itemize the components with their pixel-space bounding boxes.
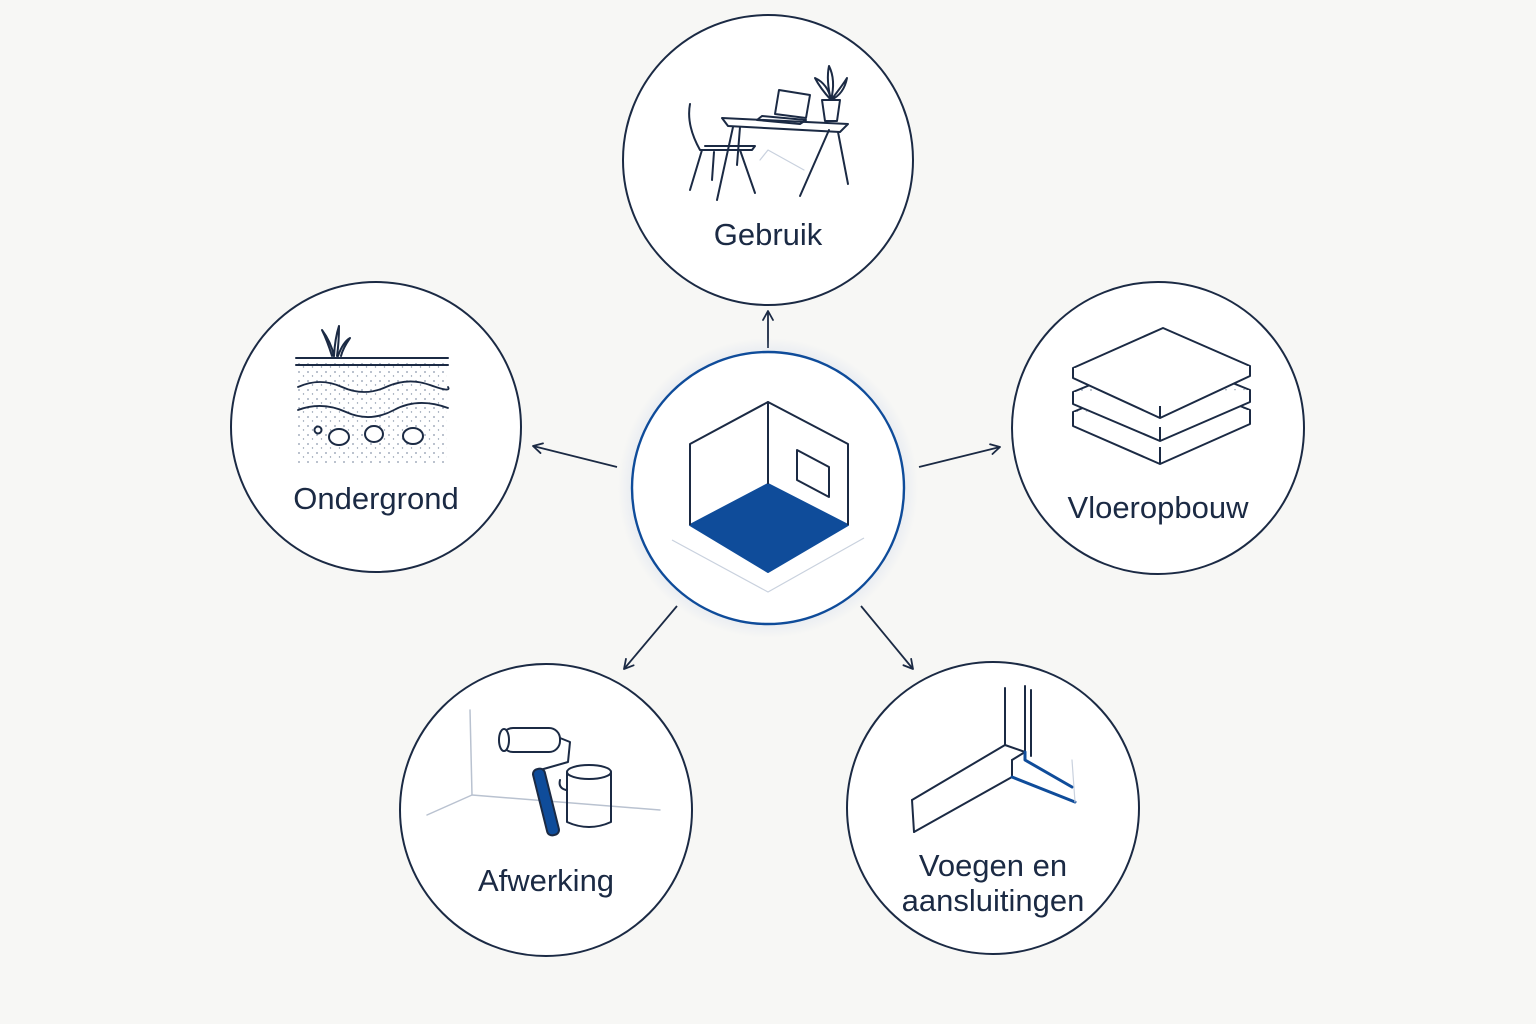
node-afwerking: Afwerking bbox=[399, 663, 693, 957]
floor-layers-icon bbox=[1072, 327, 1251, 465]
node-label: Afwerking bbox=[478, 863, 614, 898]
wall-joint-icon bbox=[911, 685, 1077, 833]
node-circle bbox=[622, 14, 914, 306]
node-ondergrond: Ondergrond bbox=[230, 281, 522, 573]
center-node bbox=[618, 338, 918, 638]
arrow-to-afwerking bbox=[623, 605, 678, 670]
arrow-to-ondergrond bbox=[532, 442, 618, 468]
node-gebruik: Gebruik bbox=[622, 14, 914, 306]
desk-chair-icon bbox=[688, 65, 849, 201]
node-label-line2: aansluitingen bbox=[902, 883, 1085, 918]
node-circle bbox=[846, 661, 1140, 955]
node-label: Gebruik bbox=[714, 217, 823, 252]
soil-layers-icon bbox=[295, 325, 450, 463]
node-label: Ondergrond bbox=[293, 481, 458, 516]
room-floor-icon bbox=[671, 401, 865, 593]
arrow-to-voegen bbox=[860, 605, 914, 670]
connector-arrows bbox=[532, 310, 1001, 670]
node-vloeropbouw: Vloeropbouw bbox=[1011, 281, 1305, 575]
node-label: Vloeropbouw bbox=[1068, 490, 1250, 525]
node-label-line1: Voegen en bbox=[919, 848, 1067, 883]
arrow-to-vloeropbouw bbox=[918, 443, 1001, 468]
node-voegen: Voegen en aansluitingen bbox=[846, 661, 1140, 955]
paint-roller-icon bbox=[426, 709, 661, 837]
